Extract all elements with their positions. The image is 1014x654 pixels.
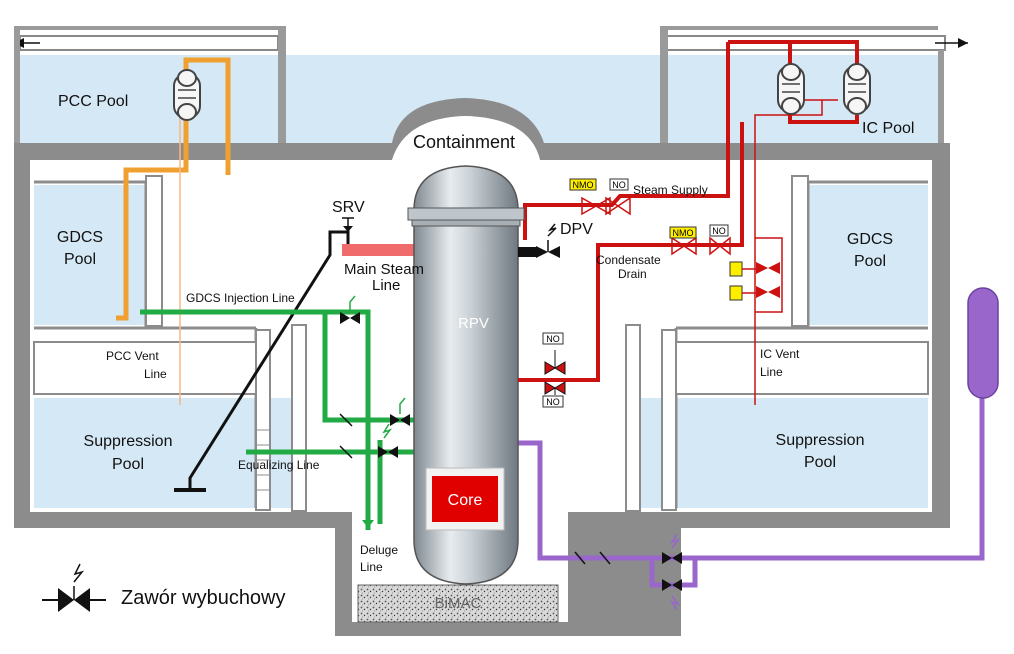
tag-nmo-steam: NMO [573,180,594,190]
label-gdcs-injection-line: GDCS Injection Line [186,291,295,305]
ic-vent-small-lines [754,99,838,405]
label-ic-pool: IC Pool [862,120,914,137]
srv-valve [342,217,354,232]
tag-nmo-drain: NMO [673,228,694,238]
label-ic-vent-line-1: IC Vent [760,347,800,361]
tag-no-upper: NO [546,334,560,344]
upper-pool-walls [14,26,944,148]
condensate-return-valves [518,350,566,395]
legend-squib-valve: Zawór wybuchowy [42,563,286,612]
ic-hx-units [777,63,871,115]
label-suppression-pool-right-2: Pool [804,454,836,471]
pcc-pool-water [20,55,282,145]
core [432,476,498,522]
tag-no-lower: NO [546,397,560,407]
bimac-floor [357,584,559,623]
pcc-hx-unit [173,69,201,121]
containment-concrete [14,98,950,636]
label-suppression-pool-left-2: Pool [112,456,144,473]
pcc-heat-exchanger [116,57,231,321]
label-srv: SRV [332,199,365,216]
ic-drain-squib-valves [729,261,780,301]
label-condensate-drain-1: Condensate [596,253,661,267]
dpv-nozzle [518,247,536,257]
label-steam-supply: Steam Supply [633,183,708,197]
condensate-drain-valves [671,236,731,256]
label-gdcs-pool-right-1: GDCS [847,231,893,248]
ic-steam-lines [523,40,859,382]
label-pcc-pool: PCC Pool [58,93,128,110]
accumulator-tank [967,287,999,399]
legend-label: Zawór wybuchowy [121,587,286,609]
suppression-pool-left-water [34,398,256,508]
label-condensate-drain-2: Drain [618,267,647,281]
label-pcc-vent-line-1: PCC Vent [106,349,159,363]
valve-tags: NMO NO NMO NO NO NO [542,178,729,408]
label-equalizing-line: Equalizing Line [238,458,320,472]
purple-squib-valves [574,533,682,611]
tag-no-steam: NO [612,180,626,190]
label-pcc-vent-line-2: Line [144,367,167,381]
suppression-pool-right-water [676,398,928,508]
label-dpv: DPV [560,221,593,238]
tag-no-drain: NO [712,226,726,236]
label-containment: Containment [413,132,515,152]
label-rpv: RPV [458,315,489,332]
label-suppression-pool-left-1: Suppression [84,433,173,450]
main-steam-line [342,244,422,256]
label-main-steam-line-1: Main Steam [344,261,424,278]
label-bimac: BiMAC [435,595,482,612]
dpv-valve [536,223,560,258]
label-gdcs-pool-left-2: Pool [64,251,96,268]
gdcs-pool-right-water [808,185,928,325]
label-deluge-line-2: Line [360,560,383,574]
label-ic-vent-line-2: Line [760,365,783,379]
label-core: Core [448,492,483,509]
label-suppression-pool-right-1: Suppression [776,432,865,449]
label-gdcs-pool-right-2: Pool [854,253,886,270]
steam-supply-valves [581,196,631,216]
label-main-steam-line-2: Line [372,277,400,294]
label-deluge-line-1: Deluge [360,543,398,557]
srv-discharge-line [174,230,350,492]
gdcs-squib-valves [339,295,410,459]
label-gdcs-pool-left-1: GDCS [57,229,103,246]
